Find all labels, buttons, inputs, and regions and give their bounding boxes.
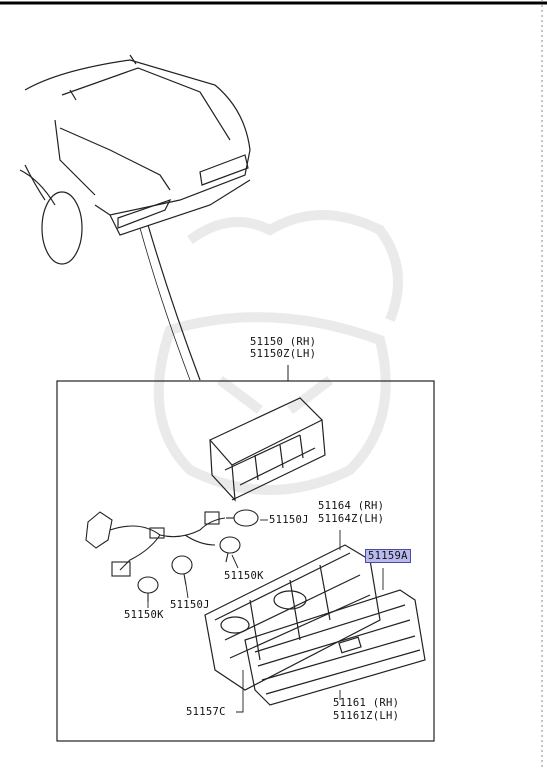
lens-label-lh: 51161Z(LH): [333, 710, 400, 722]
watermark: [153, 210, 403, 495]
leader-line: [147, 224, 201, 381]
bulbs: [137, 509, 259, 602]
diagram-frame: [56, 380, 435, 742]
bracket-part: [209, 397, 326, 502]
housing-label: 51157C: [186, 706, 226, 718]
bulb-k-left-label: 51150K: [124, 609, 164, 621]
gasket-label-lh: 51164Z(LH): [318, 513, 385, 525]
bulb-j-right-label: 51150J: [269, 514, 309, 526]
bulb-k-right-label: 51150K: [224, 570, 264, 582]
part-leaders: [236, 530, 384, 713]
bulb-j-left-label: 51150J: [170, 599, 210, 611]
lamp-lens: [244, 589, 426, 706]
bulb-leaders: [147, 519, 268, 608]
assembly-label-rh: 51150 (RH): [250, 336, 317, 348]
lamp-housing: [204, 544, 381, 691]
wiring-harness: [85, 511, 226, 577]
gasket-label-rh: 51164 (RH): [318, 500, 385, 512]
assembly-label-lh: 51150Z(LH): [250, 348, 317, 360]
car-illustration: [19, 54, 251, 265]
highlighted-part-label[interactable]: 51159A: [365, 549, 411, 563]
lens-label-rh: 51161 (RH): [333, 697, 400, 709]
